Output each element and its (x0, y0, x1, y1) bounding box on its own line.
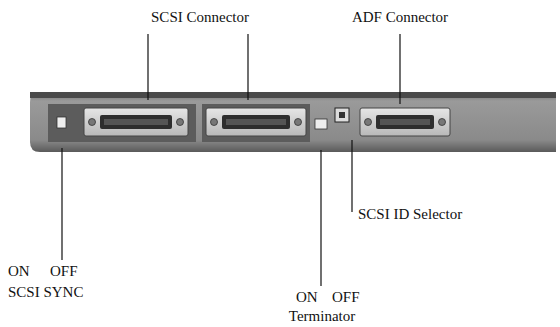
adf-connector (360, 108, 450, 136)
panel-top-edge (30, 92, 556, 98)
id-selector-dial (339, 112, 345, 118)
panel-body (30, 92, 556, 152)
switch-label: SCSI SYNC (8, 284, 83, 301)
switch-state: OFF (50, 263, 78, 280)
recess (202, 104, 310, 142)
terminator-switch (315, 119, 327, 129)
part-label: SCSI ID Selector (358, 206, 462, 223)
scsi-connector (206, 108, 306, 136)
scsi-connector (84, 108, 188, 136)
switch-state: ON (296, 289, 318, 306)
part-label: SCSI Connector (151, 9, 249, 26)
sync-switch (57, 117, 66, 128)
switch-state: ON (8, 263, 30, 280)
switch-label: Terminator (289, 308, 355, 325)
leader-lines (62, 34, 400, 286)
recess (48, 104, 196, 142)
switch-state: OFF (332, 289, 360, 306)
part-label: ADF Connector (352, 9, 448, 26)
id-selector (335, 108, 349, 122)
